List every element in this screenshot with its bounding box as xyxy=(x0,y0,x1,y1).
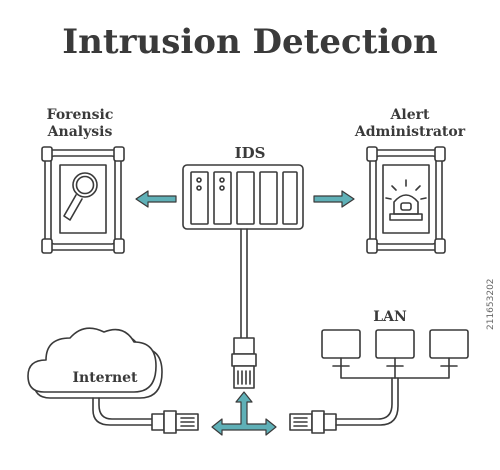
three-way-arrow-icon xyxy=(211,391,277,436)
magnifier-icon xyxy=(63,172,98,221)
cloud-icon xyxy=(27,327,163,399)
forensic-tablet-icon xyxy=(41,146,125,254)
monitor-icon xyxy=(429,329,469,367)
forensic-analysis-label: Forensic Analysis xyxy=(25,107,135,141)
alert-administrator-label: Alert Administrator xyxy=(345,107,475,141)
alert-label-line2: Administrator xyxy=(354,124,466,140)
diagram-title: Intrusion Detection xyxy=(62,22,438,62)
ethernet-plug-icon xyxy=(151,410,199,434)
arrow-right-icon xyxy=(313,190,355,208)
stock-id-watermark: 211653202 xyxy=(486,278,496,330)
forensic-label-line2: Analysis xyxy=(47,124,113,140)
arrow-left-icon xyxy=(135,190,177,208)
lan-label: LAN xyxy=(373,309,407,325)
alert-label-line1: Alert xyxy=(390,107,430,123)
forensic-label-line1: Forensic xyxy=(46,107,114,123)
monitor-icon xyxy=(321,329,361,367)
ethernet-plug-icon xyxy=(231,337,257,389)
monitor-icon xyxy=(375,329,415,367)
internet-label: Internet xyxy=(72,370,138,386)
ethernet-plug-icon xyxy=(289,410,337,434)
server-rack-icon xyxy=(182,164,304,230)
alarm-siren-icon xyxy=(385,179,427,221)
alert-tablet-icon xyxy=(366,146,446,254)
ids-label: IDS xyxy=(234,144,266,162)
